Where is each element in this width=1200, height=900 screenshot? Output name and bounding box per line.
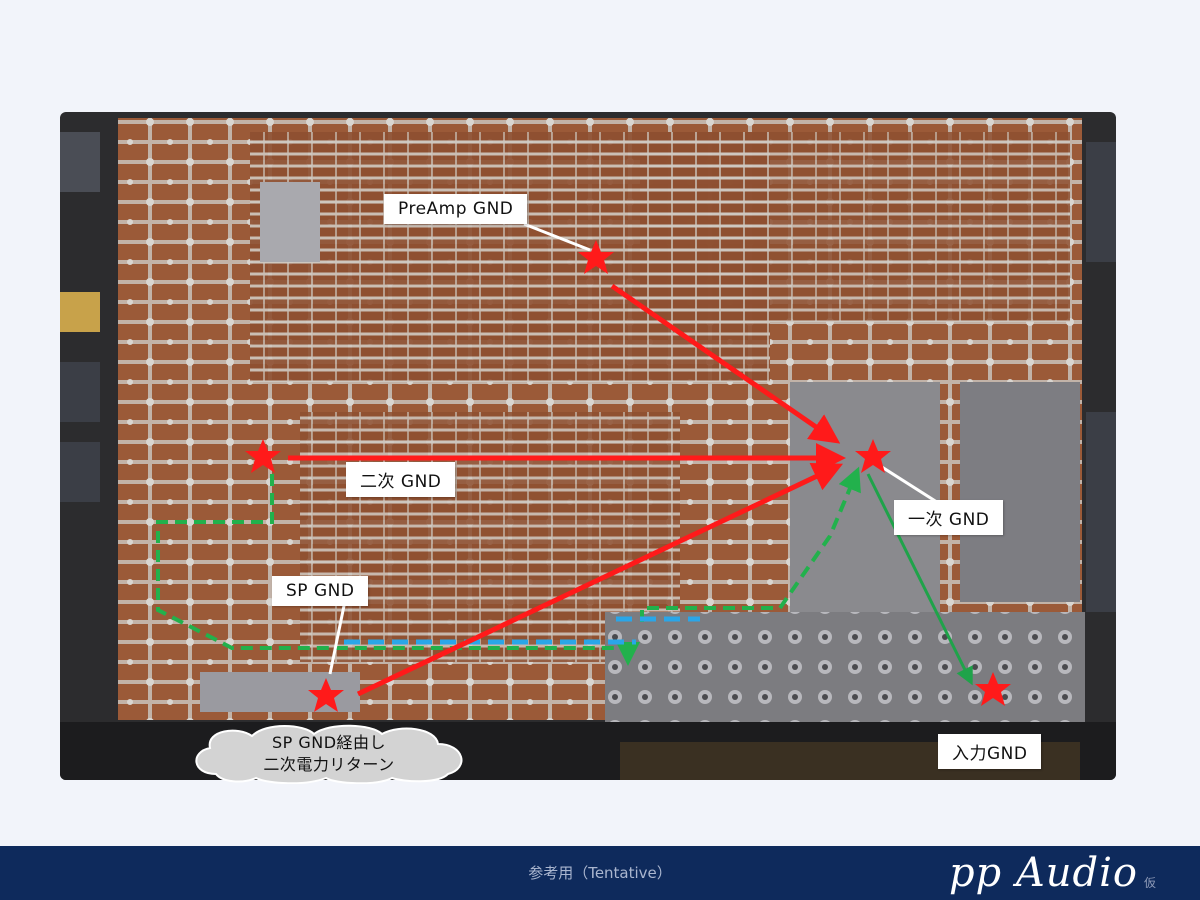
label-input-gnd: 入力GND	[938, 734, 1042, 769]
star-sp-gnd	[308, 678, 344, 712]
footer-note: 参考用（Tentative）	[528, 864, 672, 882]
green-dashed-up-path	[640, 466, 861, 622]
arrow-primary-to-input	[866, 473, 973, 686]
star-preamp-gnd	[578, 240, 614, 274]
brand-logo: pp Audio	[948, 850, 1138, 896]
label-ichiji-gnd: 一次 GND	[894, 500, 1004, 535]
arrow-sp-to-primary	[356, 463, 844, 697]
star-input-gnd	[975, 672, 1011, 706]
blue-dashed-line	[344, 616, 700, 645]
arrow-preamp-to-primary	[610, 283, 841, 444]
label-sp-gnd: SP GND	[272, 576, 369, 606]
label-niji-gnd: 二次 GND	[346, 462, 456, 497]
label-preamp-gnd: PreAmp GND	[384, 194, 528, 224]
star-secondary-gnd	[245, 439, 281, 473]
pcb-photo	[60, 112, 1116, 780]
brand-sub: 仮	[1143, 876, 1156, 890]
footer-bar: 参考用（Tentative） pp Audio 仮	[0, 846, 1200, 900]
cloud-line-1: SP GND経由し	[271, 733, 387, 752]
cloud-callout	[195, 724, 463, 784]
star-primary-gnd	[855, 439, 891, 473]
cloud-line-2: 二次電力リターン	[263, 755, 395, 774]
ground-plane-bottom	[605, 612, 1085, 722]
ground-path-overlay	[156, 222, 1011, 712]
pcb-board-image	[60, 112, 1116, 780]
green-dashed-return-path	[156, 474, 640, 666]
cloud-callout-text: SP GND経由し 二次電力リターン	[186, 726, 472, 782]
